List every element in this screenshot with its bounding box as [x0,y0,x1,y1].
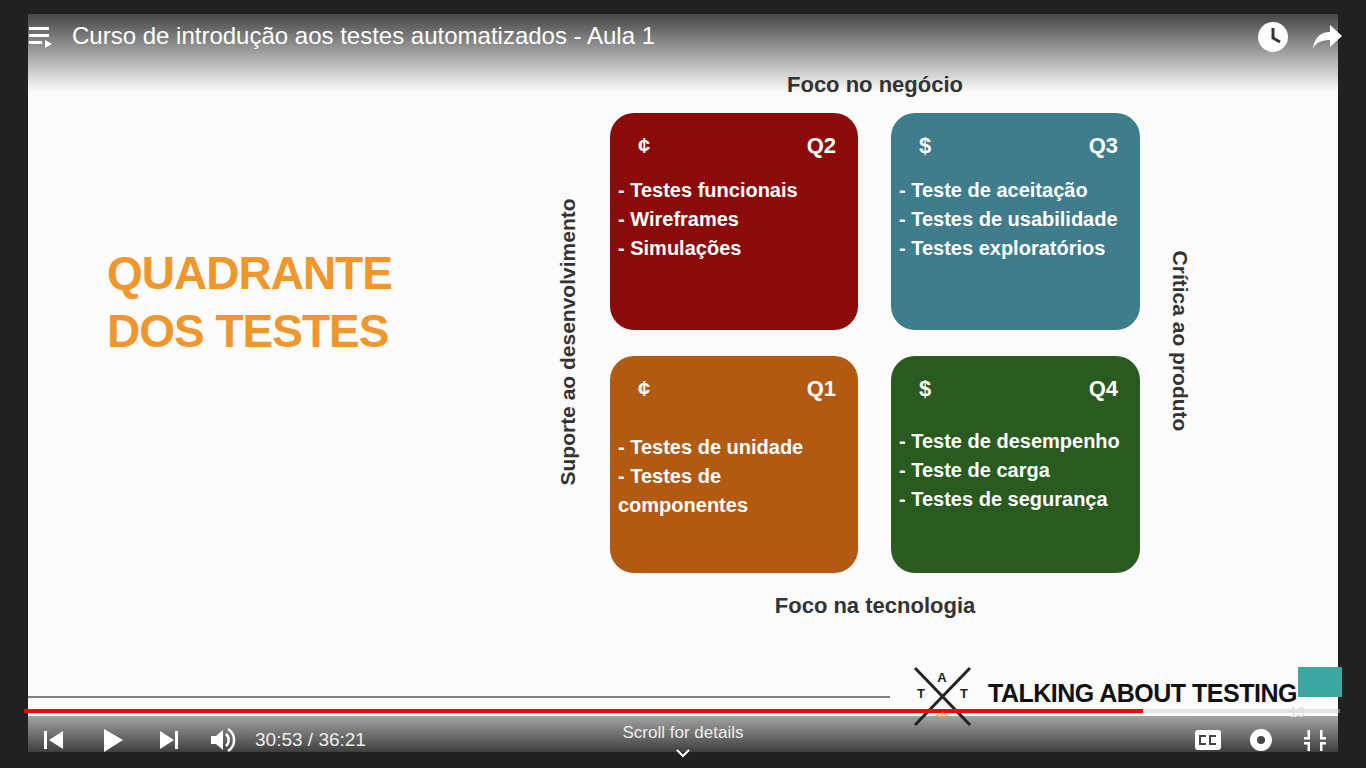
logo-code: </> [935,711,948,721]
quadrant-number: Q2 [807,133,836,159]
axis-label: Foco na tecnologia [775,593,975,619]
currency-symbol: $ [919,133,931,159]
box-header: $ Q4 [919,376,1118,402]
test-type: - Testes de componentes [618,462,848,520]
clock-icon [1258,22,1288,52]
test-type: - Simulações [618,234,848,263]
share-icon [1313,25,1342,48]
currency-symbol: $ [919,376,931,402]
logo-text: TALKING ABOUT TESTING [988,679,1297,708]
currency-symbol: ¢ [638,376,650,402]
axis-label: Crítica ao produto [1168,251,1192,432]
logo-letter: A [937,670,946,685]
quadrant-number: Q1 [807,376,836,402]
test-type: - Testes de segurança [899,485,1130,514]
test-type: - Wireframes [618,205,848,234]
quadrant-number: Q3 [1089,133,1118,159]
logo-cross [915,668,970,725]
quadrant-box: ¢ Q1 - Testes de unidade- Testes de compon… [610,356,858,573]
footer-rule [28,696,890,698]
quadrant-box: ¢ Q2 - Testes funcionais- Wireframes- Simu… [610,113,858,330]
progress-played [24,709,1143,713]
thumbnail [1298,667,1342,697]
progress-buffer [1143,709,1188,713]
logo-letter: T [960,686,968,701]
axis-label: Suporte ao desenvolvimento [556,198,580,485]
scroll-hint: Scroll for details [623,723,744,743]
box-header: ¢ Q2 [638,133,836,159]
time-display: 30:53 / 36:21 [255,729,366,751]
currency-symbol: ¢ [638,133,650,159]
test-type: - Teste de desempenho [899,427,1130,456]
quadrant-box: $ Q4 - Teste de desempenho- Teste de carga… [891,356,1140,573]
quadrant-number: Q4 [1089,376,1118,402]
gear-hole [1257,736,1265,744]
progress-track [24,709,1340,713]
test-type: - Testes funcionais [618,176,848,205]
test-type: - Testes de usabilidade [899,205,1130,234]
chevron [677,750,689,756]
test-type: - Testes exploratórios [899,234,1130,263]
test-type: - Testes de unidade [618,433,848,462]
box-header: ¢ Q1 [638,376,836,402]
quadrant-box: $ Q3 - Teste de aceitação- Testes de usabi… [891,113,1140,330]
playlist-icon [29,27,52,48]
axis-label: Foco no negócio [787,72,963,98]
box-header: $ Q3 [919,133,1118,159]
test-type: - Teste de carga [899,456,1130,485]
counter: 13 [1289,704,1305,720]
slide-heading: QUADRANTE DOS TESTES [107,244,407,360]
cc-letters-shape [1199,735,1216,745]
test-type: - Teste de aceitação [899,176,1130,205]
video-title: Curso de introdução aos testes automatiz… [72,22,655,50]
logo-letter: T [917,686,925,701]
